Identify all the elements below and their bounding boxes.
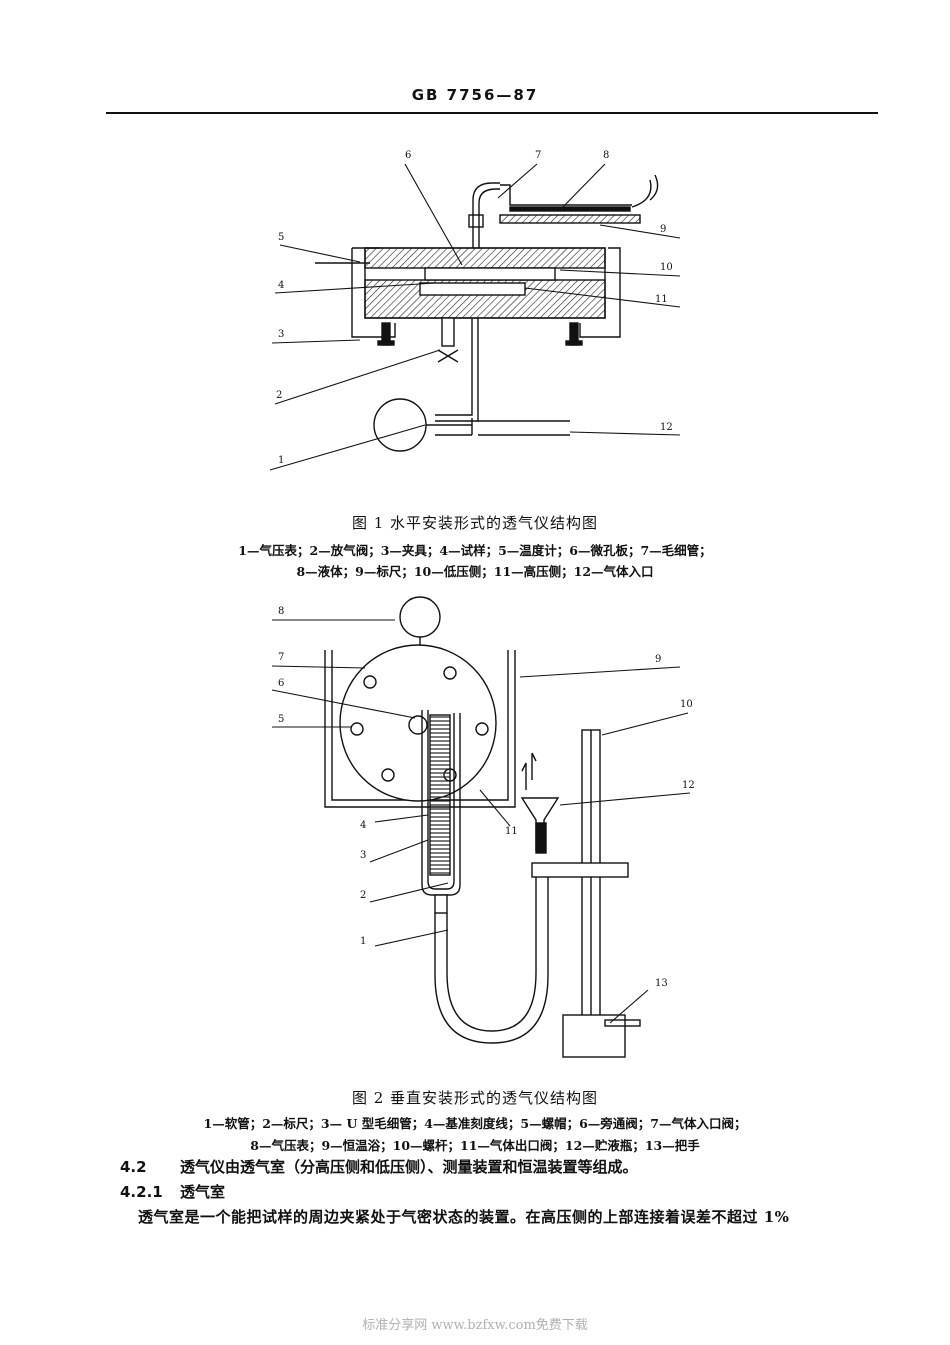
figure-2-legend-line2: 8—气压表；9—恒温浴；10—螺杆；11—气体出口阀；12—贮液瓶；13—把手 bbox=[250, 1138, 700, 1153]
fig1-label-5: 5 bbox=[278, 232, 284, 243]
figure-1-caption: 图 1 水平安装形式的透气仪结构图 bbox=[351, 514, 599, 532]
fig1-leader-3 bbox=[271, 339, 361, 344]
fig1-leader-7 bbox=[497, 163, 538, 199]
fig2-leader-9 bbox=[519, 666, 681, 678]
fig2-label-12: 12 bbox=[682, 780, 695, 791]
section-4-2-number: 4.2 bbox=[120, 1158, 147, 1176]
fig1-leader-2 bbox=[274, 349, 441, 405]
header-rule bbox=[106, 112, 878, 114]
fig1-label-2: 2 bbox=[276, 390, 282, 401]
section-4-2-1-title: 透气室 bbox=[180, 1183, 226, 1201]
fig1-leader-5 bbox=[279, 244, 361, 263]
fig2-label-2: 2 bbox=[360, 890, 366, 901]
watermark-footer: 标准分享网 www.bzfxw.com免费下载 bbox=[362, 1318, 588, 1333]
fig1-leader-6 bbox=[404, 163, 463, 266]
fig1-leader-8 bbox=[559, 163, 606, 211]
fig2-leader-12 bbox=[559, 792, 691, 806]
fig1-label-4: 4 bbox=[278, 280, 284, 291]
fig1-label-11: 11 bbox=[655, 294, 668, 305]
fig2-label-9: 9 bbox=[655, 654, 661, 665]
fig1-label-8: 8 bbox=[603, 150, 609, 161]
section-4-2-1-number: 4.2.1 bbox=[120, 1183, 163, 1201]
fig2-leader-4 bbox=[374, 814, 429, 823]
fig1-label-7: 7 bbox=[535, 150, 541, 161]
fig2-label-1: 1 bbox=[360, 936, 366, 947]
fig1-leader-4 bbox=[274, 282, 436, 294]
figure-1-legend-line2: 8—液体；9—标尺；10—低压侧；11—高压侧；12—气体入口 bbox=[296, 564, 654, 579]
fig2-leader-6 bbox=[271, 689, 416, 719]
fig2-label-4: 4 bbox=[360, 820, 366, 831]
fig1-leader-12 bbox=[569, 431, 681, 436]
fig2-label-5: 5 bbox=[278, 714, 284, 725]
fig2-label-8: 8 bbox=[278, 606, 284, 617]
fig1-leader-1 bbox=[269, 424, 426, 471]
fig2-label-11: 11 bbox=[505, 826, 518, 837]
fig1-label-6: 6 bbox=[405, 150, 411, 161]
figure-2-caption: 图 2 垂直安装形式的透气仪结构图 bbox=[351, 1089, 599, 1107]
fig1-label-10: 10 bbox=[660, 262, 673, 273]
fig1-leader-9 bbox=[599, 224, 681, 239]
standard-code-header: GB 7756—87 bbox=[411, 86, 539, 104]
section-4-2-text: 透气仪由透气室（分高压侧和低压侧）、测量装置和恒温装置等组成。 bbox=[180, 1158, 638, 1176]
fig1-leader-10 bbox=[559, 269, 681, 277]
fig2-label-10: 10 bbox=[680, 699, 693, 710]
fig1-label-9: 9 bbox=[660, 224, 666, 235]
fig1-label-12: 12 bbox=[660, 422, 673, 433]
fig1-label-3: 3 bbox=[278, 329, 284, 340]
body-paragraph: 透气室是一个能把试样的周边夹紧处于气密状态的装置。在高压侧的上部连接着误差不超过… bbox=[138, 1208, 790, 1226]
fig2-leader-2 bbox=[369, 882, 449, 903]
fig2-leader-1 bbox=[374, 929, 449, 947]
fig2-leader-3 bbox=[369, 839, 429, 863]
fig2-leader-7 bbox=[271, 665, 366, 669]
fig2-leader-11 bbox=[479, 789, 511, 827]
fig2-label-6: 6 bbox=[278, 678, 284, 689]
fig1-label-1: 1 bbox=[278, 455, 284, 466]
fig2-label-3: 3 bbox=[360, 850, 366, 861]
section-4-2: 4.2 透气仪由透气室（分高压侧和低压侧）、测量装置和恒温装置等组成。 bbox=[120, 1156, 638, 1177]
fig2-leader-10 bbox=[601, 712, 689, 736]
fig1-leader-11 bbox=[524, 287, 681, 308]
figure-2-legend-line1: 1—软管；2—标尺；3— U 型毛细管；4—基准刻度线；5—螺帽；6—旁通阀；7… bbox=[203, 1116, 747, 1131]
figure-1-legend-line1: 1—气压表；2—放气阀；3—夹具；4—试样；5—温度计；6—微孔板；7—毛细管； bbox=[238, 543, 712, 558]
fig2-label-7: 7 bbox=[278, 652, 284, 663]
figure-1-diagram bbox=[315, 174, 659, 452]
section-4-2-1: 4.2.1 透气室 bbox=[120, 1181, 225, 1202]
fig2-label-13: 13 bbox=[655, 978, 668, 989]
fig2-leader-13 bbox=[609, 989, 649, 1024]
